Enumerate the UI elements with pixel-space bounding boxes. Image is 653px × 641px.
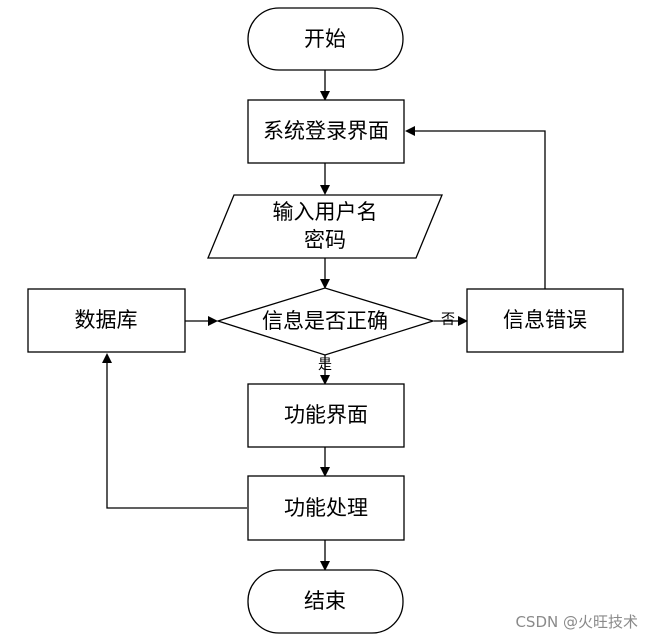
function-process-box-shape bbox=[247, 475, 405, 541]
input-io-label-line2: 密码 bbox=[304, 228, 346, 252]
error-box-shape bbox=[466, 288, 624, 353]
watermark-text: CSDN @火旺技术 bbox=[515, 613, 638, 631]
edge-error-to-login bbox=[405, 126, 546, 289]
yes-edge-label: 是 bbox=[318, 357, 332, 373]
decision-diamond-label: 信息是否正确 bbox=[262, 309, 388, 333]
end-terminal-shape bbox=[247, 569, 404, 634]
function-process-box-label: 功能处理 bbox=[284, 496, 368, 520]
input-io-label-line1: 输入用户名 bbox=[273, 200, 378, 224]
no-edge-label: 否 bbox=[441, 312, 455, 328]
input-io-shape bbox=[207, 194, 443, 259]
database-box-label: 数据库 bbox=[75, 308, 138, 332]
end-terminal-label: 结束 bbox=[304, 589, 346, 613]
function-ui-box-label: 功能界面 bbox=[284, 403, 368, 427]
start-terminal-shape bbox=[247, 7, 404, 71]
error-box-label: 信息错误 bbox=[503, 308, 587, 332]
function-ui-box-shape bbox=[247, 383, 405, 448]
start-terminal-label: 开始 bbox=[304, 27, 346, 51]
database-box-shape bbox=[27, 288, 186, 353]
edge-process-to-database bbox=[102, 353, 247, 509]
decision-diamond-shape bbox=[215, 287, 436, 356]
login-process-label: 系统登录界面 bbox=[263, 119, 389, 143]
login-process-shape bbox=[247, 99, 405, 164]
